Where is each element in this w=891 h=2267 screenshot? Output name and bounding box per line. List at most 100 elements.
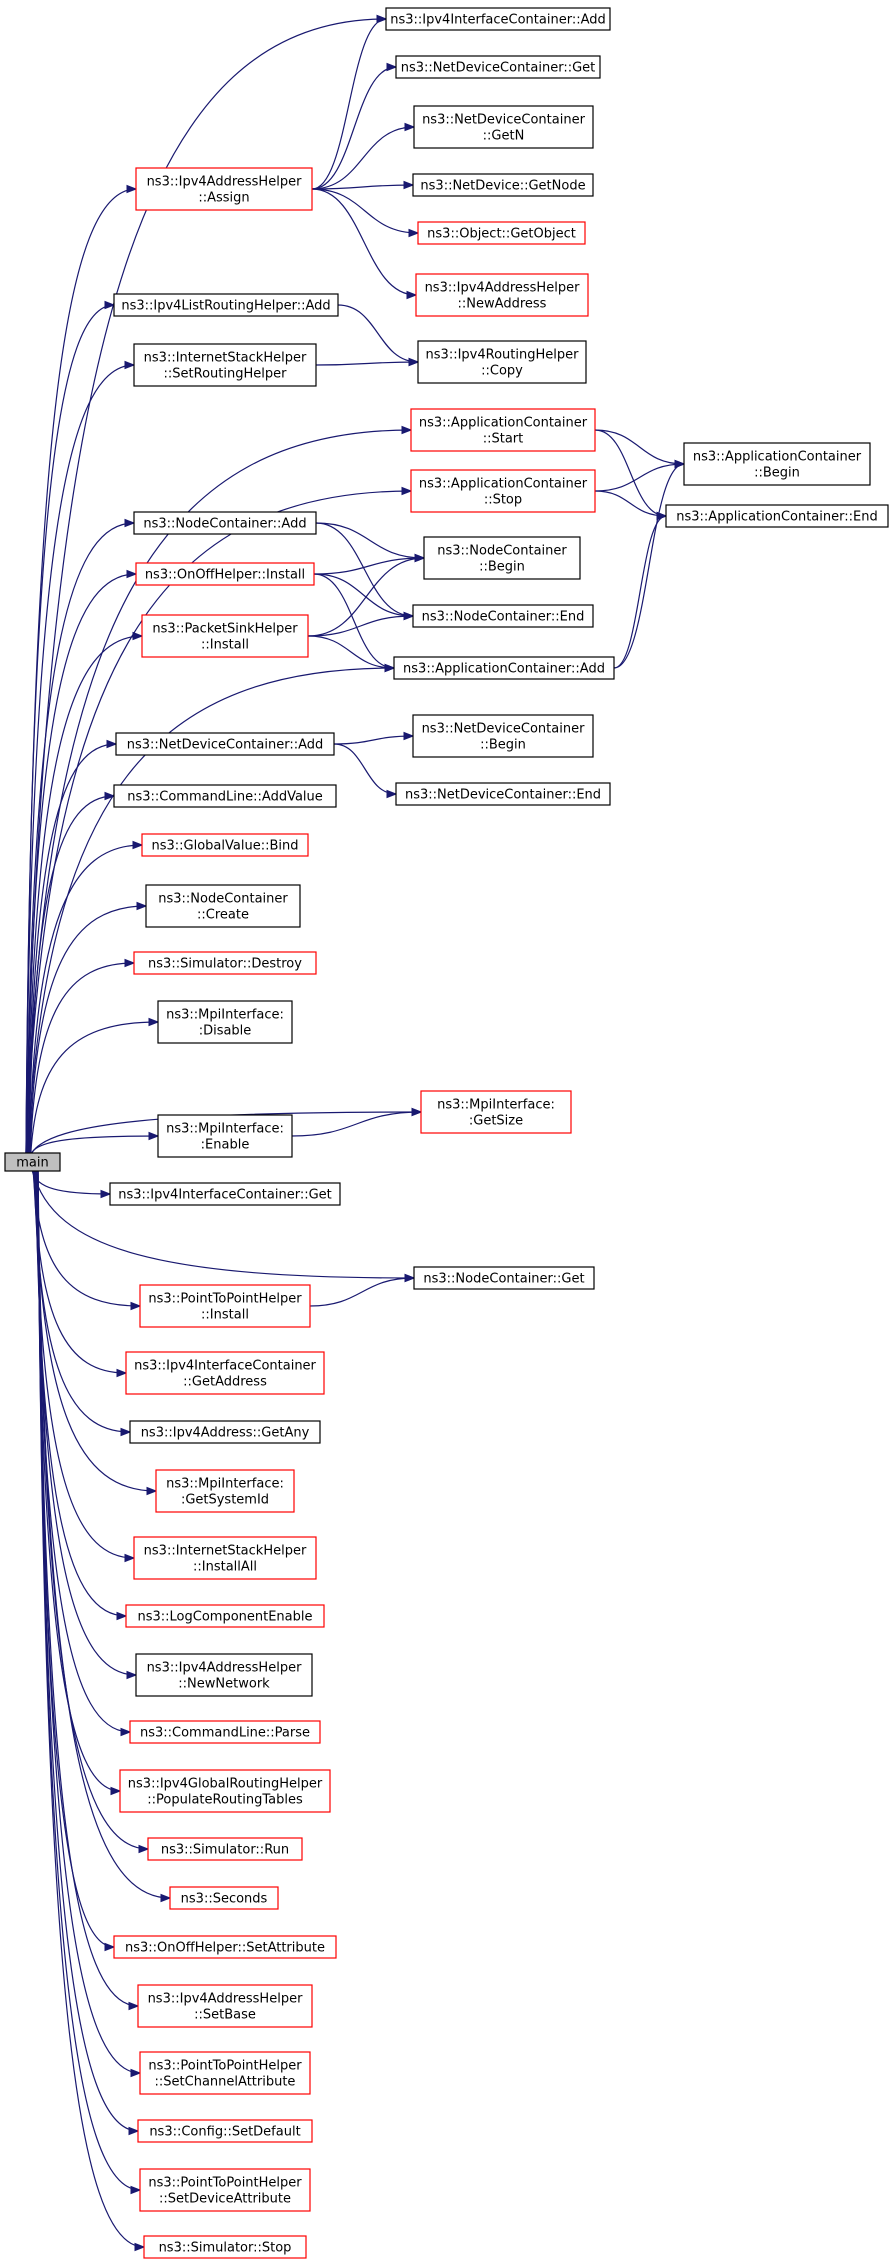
function-node-p2p-setdevice[interactable]: ns3::PointToPointHelper::SetDeviceAttrib… (139, 2168, 311, 2212)
call-edge-psh_install-to-ac_add (307, 635, 396, 673)
node-label-line: ns3::Ipv4InterfaceContainer::Get (118, 1188, 332, 1203)
node-label-line: ::Install (201, 1308, 249, 1323)
node-label-line: ::NewAddress (458, 297, 547, 312)
node-label-line: ns3::Ipv4InterfaceContainer::Add (390, 13, 606, 28)
call-edge-ac_stop-to-ac_end (594, 490, 668, 521)
function-node-cfg-setdefault[interactable]: ns3::Config::SetDefault (137, 2119, 313, 2143)
node-label-line: :Enable (201, 1138, 250, 1153)
node-label-line: ns3::LogComponentEnable (137, 1610, 312, 1625)
node-label-line: ns3::ApplicationContainer::Add (403, 662, 605, 677)
function-node-ndc-add[interactable]: ns3::NetDeviceContainer::Add (115, 732, 335, 756)
function-node-ndc-end[interactable]: ns3::NetDeviceContainer::End (395, 782, 611, 806)
node-label-line: ns3::GlobalValue::Bind (152, 839, 299, 854)
function-node-rh-copy[interactable]: ns3::Ipv4RoutingHelper::Copy (417, 340, 587, 384)
function-node-gv-bind[interactable]: ns3::GlobalValue::Bind (141, 833, 309, 857)
function-node-nc-begin[interactable]: ns3::NodeContainer::Begin (423, 536, 581, 580)
function-node-nc-get[interactable]: ns3::NodeContainer::Get (413, 1266, 595, 1290)
call-edge-main-to-seconds (37, 1170, 172, 1903)
function-node-ac-start[interactable]: ns3::ApplicationContainer::Start (410, 408, 596, 452)
node-label-line: ns3::MpiInterface: (166, 1008, 284, 1023)
call-edge-psh_install-to-nc_end (307, 611, 415, 637)
function-node-addr-assign[interactable]: ns3::Ipv4AddressHelper::Assign (135, 167, 313, 211)
node-label-line: ns3::Ipv4InterfaceContainer (134, 1359, 316, 1374)
function-node-mpi-getsystemid[interactable]: ns3::MpiInterface::GetSystemId (155, 1469, 295, 1513)
call-edge-ac_start-to-ac_end (594, 429, 668, 521)
node-label-line: ::NewNetwork (178, 1677, 270, 1692)
function-node-obj-getobject[interactable]: ns3::Object::GetObject (417, 221, 586, 245)
call-edge-main-to-lrh_add (25, 300, 116, 1154)
node-label-line: ns3::NodeContainer::End (422, 610, 585, 625)
call-edge-ish_setrouting-to-rh_copy (315, 357, 420, 367)
function-node-ish-setrouting[interactable]: ns3::InternetStackHelper::SetRoutingHelp… (133, 343, 317, 387)
call-edge-main-to-psh_install (27, 631, 144, 1154)
function-node-nc-add[interactable]: ns3::NodeContainer::Add (133, 511, 317, 535)
call-edge-main-to-cl_addvalue (28, 791, 116, 1154)
root-node-main[interactable]: main (4, 1152, 61, 1172)
function-node-ifc-add[interactable]: ns3::Ipv4InterfaceContainer::Add (385, 7, 611, 31)
call-edge-main-to-sim_stop (37, 1170, 146, 2252)
function-node-nc-end[interactable]: ns3::NodeContainer::End (412, 604, 594, 628)
function-node-ndc-get[interactable]: ns3::NetDeviceContainer::Get (395, 55, 601, 79)
function-node-ndc-getn[interactable]: ns3::NetDeviceContainer::GetN (413, 105, 594, 149)
function-node-psh-install[interactable]: ns3::PacketSinkHelper::Install (141, 614, 309, 658)
function-node-mpi-getsize[interactable]: ns3::MpiInterface::GetSize (420, 1090, 572, 1134)
function-node-ac-end[interactable]: ns3::ApplicationContainer::End (665, 504, 889, 528)
call-edge-addr_assign-to-ndc_getn (311, 122, 416, 190)
function-node-addr-newnetwork[interactable]: ns3::Ipv4AddressHelper::NewNetwork (135, 1653, 313, 1697)
node-label-line: ns3::Ipv4AddressHelper (148, 1992, 304, 2007)
node-label-line: ::Start (483, 432, 524, 447)
call-edge-main-to-nc_create (29, 901, 148, 1154)
call-edge-addr_assign-to-nd_getnode (311, 180, 415, 190)
node-label-line: ns3::ApplicationContainer (693, 450, 862, 465)
function-node-ifc-get[interactable]: ns3::Ipv4InterfaceContainer::Get (109, 1182, 341, 1206)
node-label-line: ns3::Object::GetObject (427, 227, 576, 242)
node-label-line: ::SetBase (194, 2008, 256, 2023)
node-label-line: ns3::NetDevice::GetNode (420, 179, 585, 194)
node-label-line: ns3::NetDeviceContainer (422, 113, 586, 128)
node-label-line: ::Begin (479, 560, 525, 575)
function-node-p2p-setchannel[interactable]: ns3::PointToPointHelper::SetChannelAttri… (139, 2051, 311, 2095)
function-node-sim-stop[interactable]: ns3::Simulator::Stop (143, 2235, 307, 2259)
function-node-grh-populate[interactable]: ns3::Ipv4GlobalRoutingHelper::PopulateRo… (119, 1769, 331, 1813)
function-node-lrh-add[interactable]: ns3::Ipv4ListRoutingHelper::Add (113, 293, 339, 317)
call-edge-main-to-gv_bind (28, 840, 144, 1154)
function-node-ndc-begin[interactable]: ns3::NetDeviceContainer::Begin (412, 714, 594, 758)
call-edge-onoff_install-to-nc_begin (313, 553, 426, 575)
call-edge-ac_add-to-ac_end (613, 511, 668, 669)
function-node-sim-run[interactable]: ns3::Simulator::Run (147, 1837, 303, 1861)
node-label-line: ns3::Simulator::Destroy (148, 957, 302, 972)
function-node-nd-getnode[interactable]: ns3::NetDevice::GetNode (412, 173, 594, 197)
call-edge-main-to-onoff_setattr (37, 1170, 116, 1952)
function-node-onoff-install[interactable]: ns3::OnOffHelper::Install (135, 562, 315, 586)
function-node-ac-add[interactable]: ns3::ApplicationContainer::Add (393, 656, 615, 680)
function-node-nc-create[interactable]: ns3::NodeContainer::Create (145, 884, 301, 928)
function-node-mpi-enable[interactable]: ns3::MpiInterface::Enable (157, 1114, 293, 1158)
node-label-line: ns3::Seconds (181, 1892, 268, 1907)
call-edge-main-to-ifc_get (31, 1170, 112, 1199)
function-node-onoff-setattr[interactable]: ns3::OnOffHelper::SetAttribute (113, 1935, 337, 1959)
function-node-cl-addvalue[interactable]: ns3::CommandLine::AddValue (113, 784, 337, 808)
call-edge-main-to-ndc_add (27, 739, 118, 1154)
function-node-sim-destroy[interactable]: ns3::Simulator::Destroy (133, 951, 317, 975)
node-label-line: ns3::Ipv4AddressHelper (147, 175, 303, 190)
call-edge-main-to-mpi_getsystemid (34, 1170, 158, 1496)
function-node-mpi-disable[interactable]: ns3::MpiInterface::Disable (157, 1000, 293, 1044)
function-node-addr-newaddress[interactable]: ns3::Ipv4AddressHelper::NewAddress (415, 273, 589, 317)
function-node-addr-getany[interactable]: ns3::Ipv4Address::GetAny (129, 1420, 321, 1444)
node-label-line: ::Assign (198, 191, 249, 206)
call-edge-addr_assign-to-ifc_add (311, 14, 388, 190)
node-label-line: ns3::PointToPointHelper (148, 2059, 302, 2074)
node-label-line: ns3::MpiInterface: (437, 1098, 555, 1113)
function-node-seconds[interactable]: ns3::Seconds (169, 1886, 279, 1910)
function-node-p2p-install[interactable]: ns3::PointToPointHelper::Install (139, 1284, 311, 1328)
node-label-line: ::SetRoutingHelper (164, 367, 288, 382)
function-node-ish-installall[interactable]: ns3::InternetStackHelper::InstallAll (133, 1536, 317, 1580)
function-node-ac-begin[interactable]: ns3::ApplicationContainer::Begin (683, 442, 871, 486)
function-node-ac-stop[interactable]: ns3::ApplicationContainer::Stop (410, 469, 596, 513)
function-node-ifc-getaddress[interactable]: ns3::Ipv4InterfaceContainer::GetAddress (125, 1351, 325, 1395)
function-node-cl-parse[interactable]: ns3::CommandLine::Parse (129, 1720, 321, 1744)
node-label-line: ::InstallAll (193, 1560, 257, 1575)
function-node-log-enable[interactable]: ns3::LogComponentEnable (125, 1604, 325, 1628)
function-node-addr-setbase[interactable]: ns3::Ipv4AddressHelper::SetBase (137, 1984, 313, 2028)
node-layer: main ns3::Ipv4InterfaceContainer::Addns3:… (4, 7, 889, 2259)
